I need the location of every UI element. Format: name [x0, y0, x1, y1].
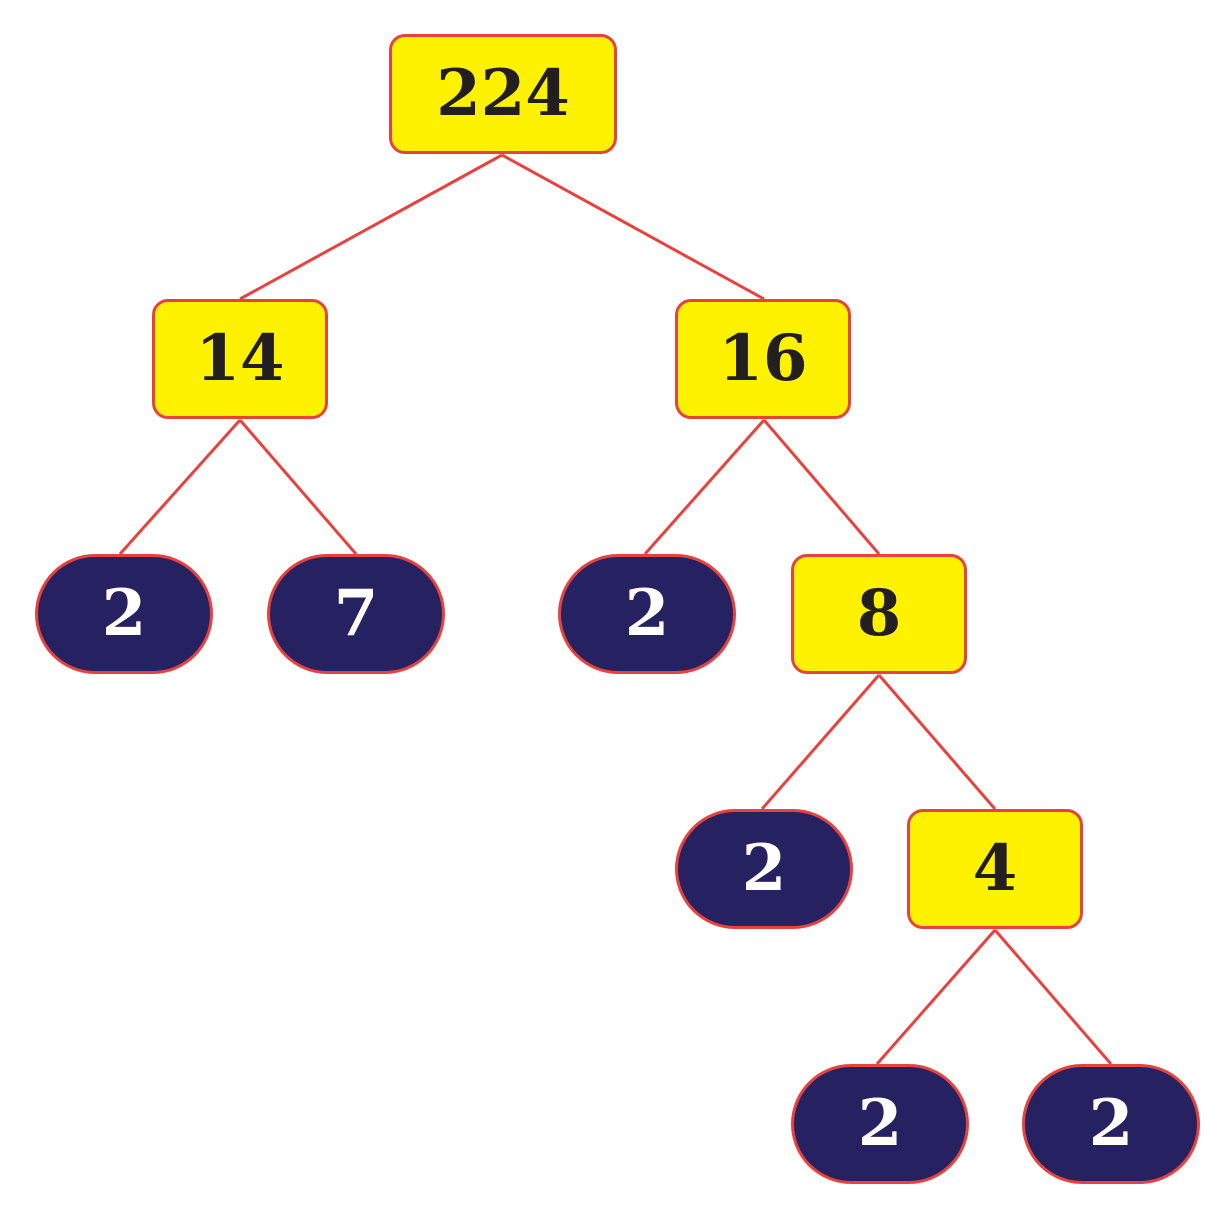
node-16: 16	[675, 299, 851, 419]
edge-224-16	[501, 153, 765, 301]
prime-node-7: 7	[267, 554, 445, 674]
edge-14-2	[118, 418, 242, 556]
prime-node-2: 2	[675, 809, 853, 929]
prime-node-2: 2	[558, 554, 736, 674]
node-224: 224	[389, 34, 617, 154]
edge-8-4	[877, 674, 997, 810]
edge-16-2	[643, 419, 766, 555]
prime-node-2: 2	[35, 554, 213, 674]
edge-16-8	[762, 419, 881, 555]
prime-node-2: 2	[1022, 1064, 1200, 1184]
prime-node-2: 2	[791, 1064, 969, 1184]
edge-14-7	[238, 419, 358, 555]
node-4: 4	[907, 809, 1083, 929]
node-8: 8	[791, 554, 967, 674]
edge-4-2b	[993, 929, 1113, 1065]
edge-4-2a	[875, 929, 997, 1065]
edge-224-14	[239, 153, 503, 301]
node-14: 14	[152, 299, 328, 419]
edge-8-2	[760, 674, 881, 810]
